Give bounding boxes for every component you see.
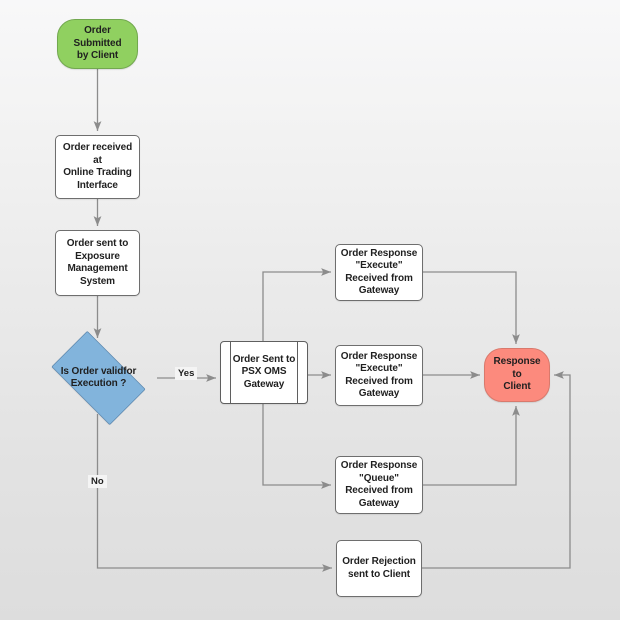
node-is-order-valid[interactable]: Is Order validfor Execution ? — [40, 330, 157, 426]
node-order-sent-oms[interactable]: Order Sent to PSX OMS Gateway — [220, 341, 308, 404]
edge-execute-top-to-response — [423, 271, 520, 345]
node-order-rejection-label: Order Rejection sent to Client — [342, 556, 416, 580]
node-order-exposure[interactable]: Order sent to Exposure Management System — [55, 230, 140, 296]
node-order-sent-oms-label: Order Sent to PSX OMS Gateway — [232, 353, 296, 390]
edge-rejection-to-response — [422, 371, 571, 569]
node-response-execute-top[interactable]: Order Response "Execute" Received from G… — [335, 244, 423, 301]
node-is-order-valid-label: Is Order validfor Execution ? — [60, 365, 137, 390]
node-response-queue[interactable]: Order Response "Queue" Received from Gat… — [335, 456, 423, 514]
node-response-to-client-label: Response to Client — [493, 356, 541, 393]
edge-queue-to-response — [423, 405, 520, 486]
node-order-received-label: Order received at Online Trading Interfa… — [62, 142, 133, 191]
edge-oms-to-execute-top — [262, 268, 332, 341]
node-order-submitted[interactable]: Order Submitted by Client — [57, 19, 138, 69]
node-response-to-client[interactable]: Response to Client — [484, 348, 550, 402]
node-order-exposure-label: Order sent to Exposure Management System — [66, 238, 129, 287]
edge-label-no: No — [88, 475, 107, 488]
edge-oms-to-queue — [262, 404, 332, 489]
node-order-received[interactable]: Order received at Online Trading Interfa… — [55, 135, 140, 199]
node-order-rejection[interactable]: Order Rejection sent to Client — [336, 540, 422, 597]
edge-label-yes: Yes — [175, 367, 198, 380]
node-response-queue-label: Order Response "Queue" Received from Gat… — [340, 460, 418, 509]
node-response-execute-mid-label: Order Response "Execute" Received from G… — [340, 350, 418, 400]
node-order-submitted-label: Order Submitted by Client — [73, 25, 122, 62]
node-response-execute-mid[interactable]: Order Response "Execute" Received from G… — [335, 345, 423, 406]
node-response-execute-top-label: Order Response "Execute" Received from G… — [340, 247, 418, 297]
edge-decision-no-to-rejection — [96, 414, 333, 572]
